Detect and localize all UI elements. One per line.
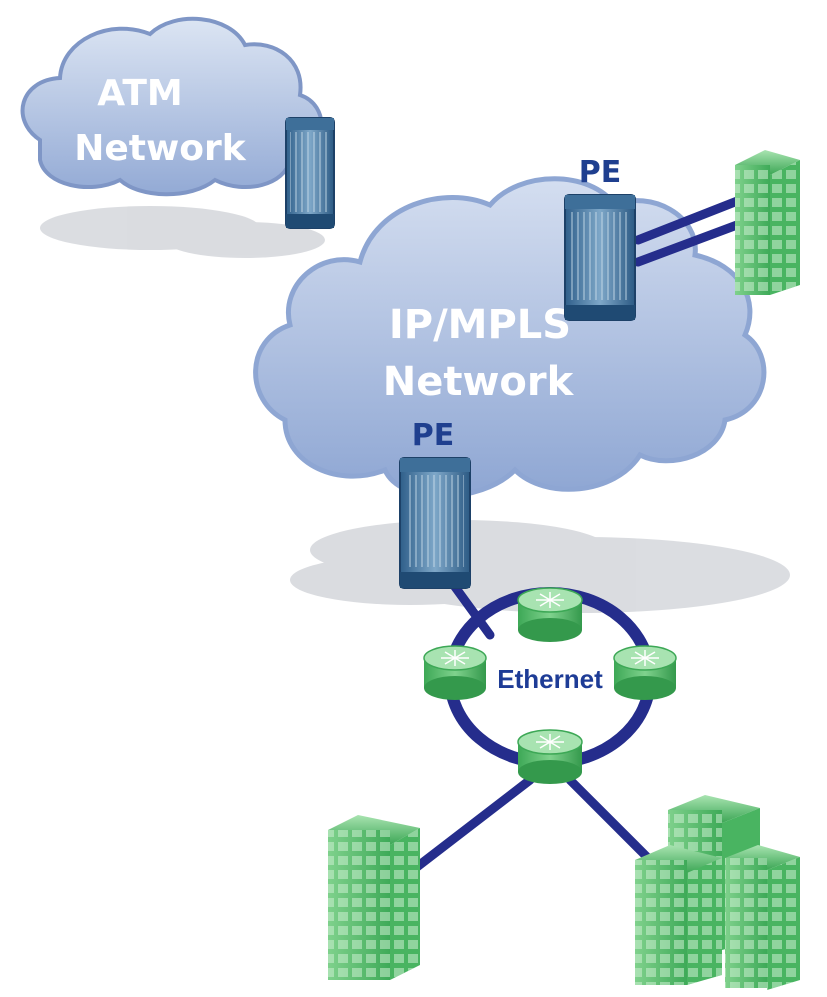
link-ring-building-right — [565, 775, 655, 865]
building-bottom-left — [328, 815, 420, 980]
ethernet-router-right — [613, 645, 677, 700]
atm-edge-router-chassis — [285, 117, 335, 229]
building-top-right — [735, 150, 800, 295]
ipmpls-network-label-line1: IP/MPLS — [389, 302, 571, 348]
pe-bottom-label: PE — [412, 418, 454, 453]
atm-network-cloud: ATM Network — [20, 16, 324, 197]
link-pe-top-building-a — [633, 193, 750, 245]
pe-router-top: PE — [564, 155, 636, 321]
link-pe-top-building-b — [633, 217, 750, 267]
pe-top-label: PE — [579, 155, 621, 190]
link-pe-bottom-ring — [445, 575, 495, 640]
link-ring-building-left — [395, 775, 535, 885]
building-cluster-bottom-right — [635, 795, 800, 990]
ethernet-label: Ethernet — [497, 664, 603, 694]
cloud-shadows — [40, 206, 790, 613]
ethernet-router-bottom — [517, 729, 583, 784]
ipmpls-network-label-line2: Network — [383, 359, 575, 405]
atm-network-label-line1: ATM — [97, 73, 182, 114]
atm-network-label-line2: Network — [74, 128, 246, 169]
ethernet-router-left — [423, 645, 487, 700]
ethernet-router-top — [517, 587, 583, 642]
pe-router-bottom: PE — [399, 418, 471, 589]
